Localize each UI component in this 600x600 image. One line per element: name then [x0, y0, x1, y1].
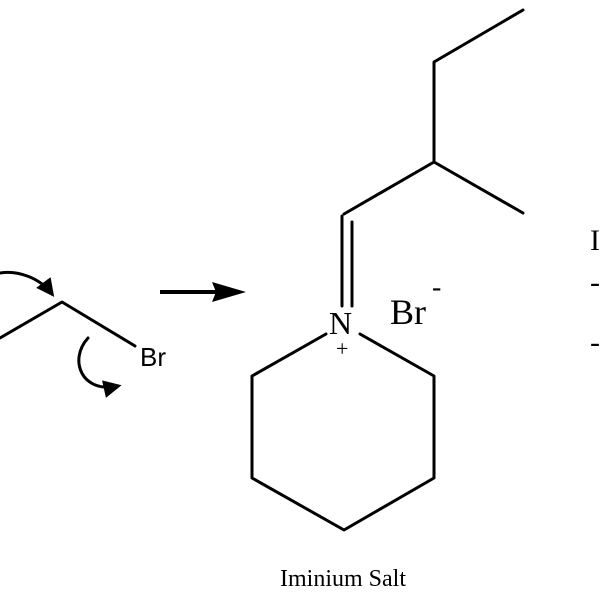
piperidinium-ring: [250, 332, 436, 532]
alkyl-bromide-fragment: Br: [0, 300, 166, 372]
leaving-group-departure-arrow: [77, 336, 122, 398]
right-edge-mark-2: -: [590, 326, 600, 359]
electron-pushing-arrows: [0, 270, 122, 398]
alkyl-chain-bonds: [0, 300, 137, 348]
right-edge-letter: I: [590, 224, 600, 257]
iminium-salt-structure: N + Br - Iminium Salt: [250, 8, 525, 592]
bromide-counterion-label: Br: [390, 292, 426, 332]
nucleophilic-attack-arrow: [0, 270, 55, 297]
negative-charge-label: -: [432, 272, 441, 303]
right-edge-mark-1: -: [590, 266, 600, 299]
sec-butyl-chain: [432, 8, 525, 215]
bromine-leaving-group-label: Br: [140, 342, 166, 372]
positive-charge-label: +: [336, 336, 348, 361]
reaction-arrow: [160, 282, 246, 302]
product-caption: Iminium Salt: [280, 566, 406, 592]
right-edge-fragment: I - -: [590, 224, 600, 359]
nitrogen-atom-label: N: [329, 305, 352, 341]
methine-to-iminium-carbon-bond: [342, 160, 436, 216]
